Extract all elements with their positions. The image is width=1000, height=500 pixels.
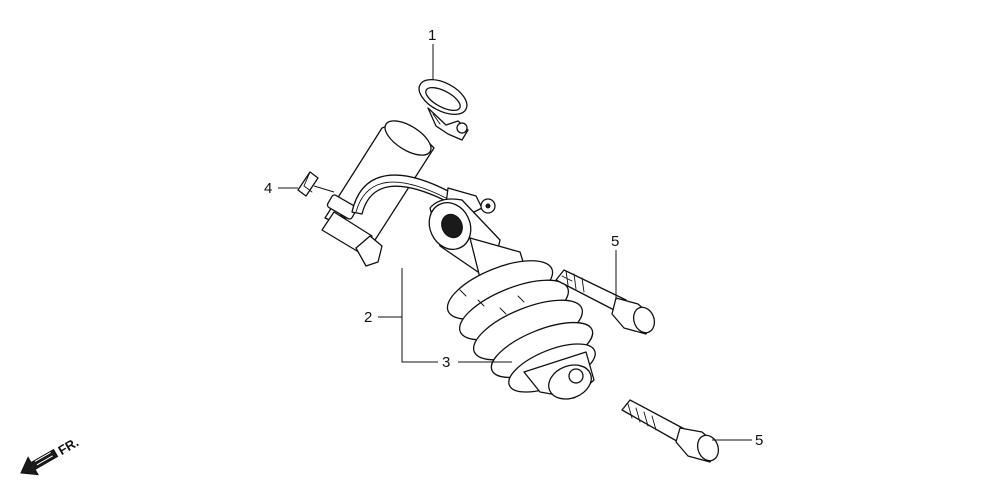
front-direction-arrow: FR. [20,434,82,476]
callout-5-upper: 5 [611,233,619,250]
callout-3: 3 [442,354,450,371]
hose-clamp-part [418,78,469,141]
callout-5-lower: 5 [755,432,763,449]
clip-part [297,171,319,197]
front-direction-label: FR. [56,434,82,457]
callout-4: 4 [264,180,272,197]
callout-2: 2 [364,309,372,326]
reservoir-part [321,120,496,267]
shock-absorber-part [428,198,596,400]
leader-line-4b [313,185,335,193]
lower-bolt-part [621,399,720,463]
leader-bracket-2-3 [401,268,438,363]
callout-1: 1 [428,27,436,44]
upper-bolt-part [555,269,656,335]
